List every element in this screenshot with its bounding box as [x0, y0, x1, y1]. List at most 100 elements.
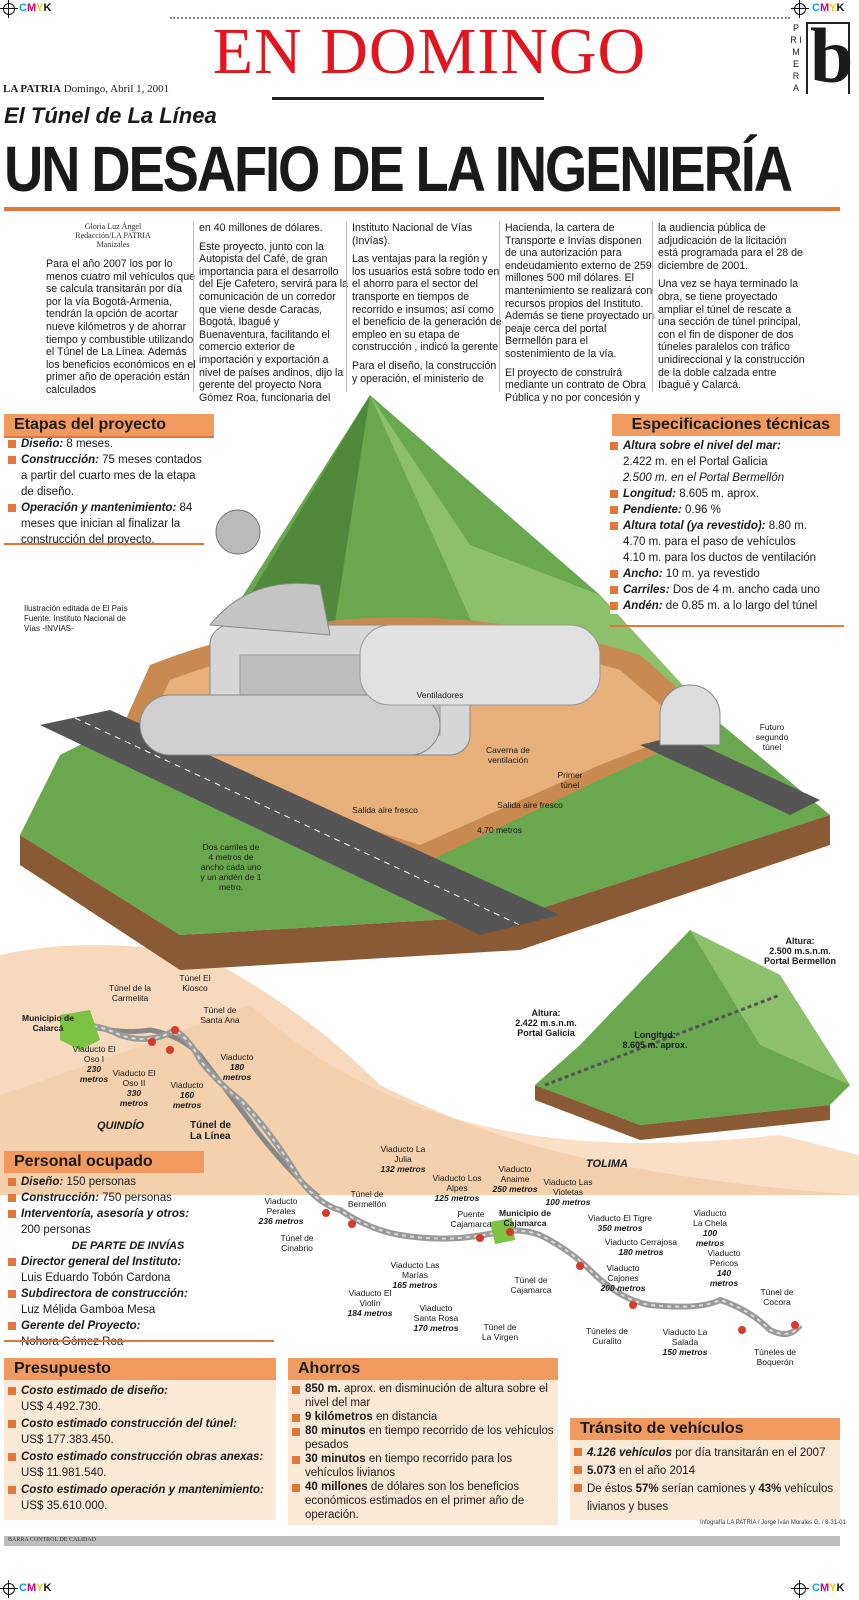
- item-text: Dos de 4 m. ancho cada uno: [669, 584, 820, 596]
- paragraph: Las ventajas para la región y los usuari…: [352, 253, 502, 354]
- map-label-name: Viaducto El Oso II: [112, 1068, 156, 1088]
- road-route: [68, 1023, 803, 1337]
- credit-line: Ilustración editada de El País: [24, 604, 128, 613]
- personal-title: Personal ocupado: [4, 1151, 204, 1173]
- personal-subhead: DE PARTE DE INVÍAS: [71, 1240, 185, 1252]
- item-text: US$ 177.383.450.: [21, 1434, 114, 1446]
- list-item: Costo estimado construcción obras anexas…: [8, 1449, 276, 1465]
- paragraph: El proyecto de construirá mediante un co…: [505, 366, 646, 404]
- item-label: 57%: [635, 1483, 659, 1495]
- list-item: De éstos 57% serían camiones y 43% vehíc…: [574, 1480, 838, 1516]
- map-label-length: 330 metros: [119, 1088, 149, 1108]
- map-label: Puente Cajamarca: [448, 1209, 494, 1229]
- quality-bar: [4, 1536, 840, 1546]
- list-item: Gerente del Proyecto:: [8, 1318, 248, 1334]
- map-label-name: Viaducto La Salada: [662, 1327, 708, 1347]
- label-carriles: Dos carriles de 4 metros de ancho cada u…: [200, 842, 262, 892]
- map-label-name: Viaducto Perales: [264, 1196, 298, 1216]
- map-label: Túneles de Curalito: [582, 1326, 632, 1346]
- etapas-list: Diseño: 8 meses. Construcción: 75 meses …: [8, 436, 208, 548]
- label-line: Altura:: [785, 936, 815, 946]
- illustration-credit: Ilustración editada de El País Fuente: I…: [24, 604, 128, 634]
- item-text: en tiempo recorrido para los vehículos l…: [305, 1453, 513, 1479]
- cmyk-label: CMYK: [19, 1582, 52, 1594]
- label-metros: 4,70 metros: [477, 825, 522, 835]
- item-text: 750 personas: [98, 1192, 172, 1204]
- item-text: de 0.85 m. a lo largo del túnel: [662, 600, 818, 612]
- ahorros-title: Ahorros: [288, 1358, 558, 1380]
- byline-author: Gloria Luz Ángel: [84, 222, 142, 231]
- item-text: Luis Eduardo Tobón Cardona: [21, 1272, 171, 1284]
- map-label-length: 184 metros: [347, 1308, 393, 1318]
- map-label-name: Viaducto: [170, 1080, 204, 1090]
- item-text: en tiempo recorrido de los vehículos pes…: [305, 1425, 554, 1451]
- map-label-name: Túnel de Santa Ana: [200, 1005, 240, 1025]
- registration-mark-icon: [791, 0, 809, 18]
- map-label-name: Puente Cajamarca: [450, 1209, 492, 1229]
- item-label: 5.073: [587, 1465, 616, 1477]
- item-sub: 4.70 m. para el paso de vehículos: [623, 536, 796, 548]
- infographic-credit: Infografía LA PATRIA / Jorge Iván Morale…: [700, 1520, 846, 1526]
- label-longitud: Longitud: 8.605 m. aprox.: [622, 1030, 688, 1050]
- item-label: Diseño:: [21, 1176, 64, 1188]
- article-column-1: Para el año 2007 los por lo menos cuatro…: [46, 258, 196, 403]
- label-salida-2: Salida aire fresco: [497, 800, 563, 810]
- map-label-name: Viaducto La Julia: [380, 1144, 426, 1164]
- list-item: 80 minutos en tiempo recorrido de los ve…: [292, 1424, 554, 1452]
- masthead: EN DOMINGO: [212, 15, 647, 88]
- item-text: 10 m. ya revestido: [662, 568, 760, 580]
- item-text: US$ 4.492.730.: [21, 1401, 101, 1413]
- map-label-length: 180 metros: [222, 1062, 252, 1082]
- map-label-name: Túneles de Boquerón: [753, 1347, 797, 1367]
- item-label: Subdirectora de construcción:: [21, 1288, 188, 1300]
- cmyk-label: CMYK: [812, 2, 845, 14]
- etapas-title: Etapas del proyecto: [4, 414, 214, 436]
- label-caverna: Caverna de ventilación: [486, 745, 530, 765]
- tunnel-illustration: [0, 395, 859, 1195]
- map-label-name: Viaducto Las Marías: [390, 1260, 440, 1280]
- item-label: Andén:: [623, 600, 663, 612]
- map-label-length: 180 metros: [618, 1247, 664, 1257]
- label-line: 2.422 m.s.n.m.: [515, 1018, 577, 1028]
- list-item: 30 minutos en tiempo recorrido para los …: [292, 1452, 554, 1480]
- ahorros-list: 850 m. aprox. en disminución de altura s…: [292, 1382, 554, 1522]
- item-text: por día transitarán en el 2007: [672, 1447, 826, 1459]
- list-item: Construcción: 750 personas: [8, 1190, 248, 1206]
- list-item: 5.073 en el año 2014: [574, 1462, 838, 1480]
- map-label-name: Municipio de Calarcá: [22, 1013, 74, 1033]
- dotted-rule: [170, 17, 790, 19]
- item-label: Interventoría, asesoría y otros:: [21, 1208, 190, 1220]
- item-text: 8.80 m.: [765, 520, 808, 532]
- item-label: Costo estimado operación y mantenimiento…: [21, 1484, 264, 1496]
- list-item: Longitud: 8.605 m. aprox.: [610, 486, 844, 502]
- map-label-name: Viaducto La Chela: [692, 1208, 728, 1228]
- item-text: de dólares son los beneficios económicos…: [305, 1481, 525, 1521]
- map-label-length: 170 metros: [413, 1323, 459, 1333]
- list-item: Altura sobre el nivel del mar:: [610, 438, 844, 454]
- item-label: Pendiente:: [623, 504, 682, 516]
- map-label: Municipio de Calarcá: [22, 1013, 74, 1033]
- label-primer-tunel: Primer túnel: [557, 770, 583, 790]
- masthead-rule: [272, 97, 544, 100]
- future-tunnel-portal: [659, 684, 721, 746]
- list-item: Altura total (ya revestido): 8.80 m.: [610, 518, 844, 534]
- calarca-marker: [60, 1010, 100, 1050]
- map-label-length: 250 metros: [492, 1184, 538, 1194]
- section-letter: b: [810, 12, 854, 99]
- map-label-name: Municipio de Cajamarca: [499, 1208, 551, 1228]
- map-label-name: Viaducto Las Violetas: [543, 1177, 593, 1197]
- map-label-length: 200 metros: [600, 1283, 646, 1293]
- map-label-name: Viaducto El Oso I: [72, 1044, 116, 1064]
- specs-rule: [610, 625, 844, 627]
- byline-city: Manizales: [96, 240, 130, 249]
